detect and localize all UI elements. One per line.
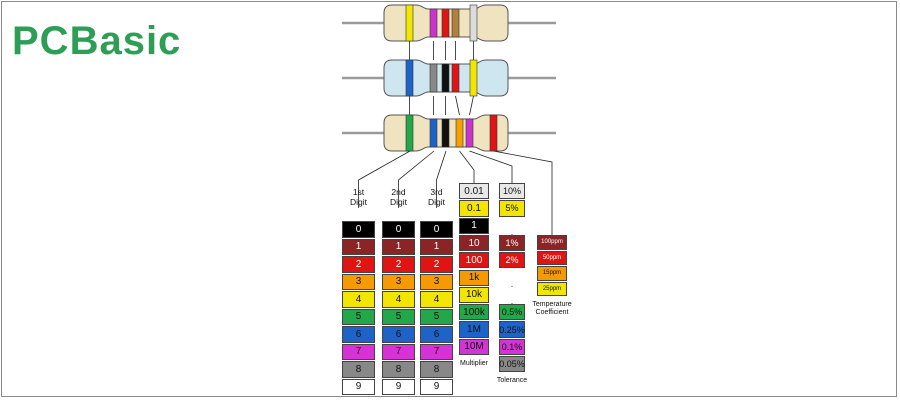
color-code-cell: 1: [420, 238, 453, 255]
color-code-cell: 100ppm: [537, 235, 567, 250]
leader-line: [459, 150, 475, 183]
color-band: [441, 8, 450, 38]
connector-line: [455, 95, 460, 116]
leader-line: [436, 150, 447, 208]
color-code-cell: 3: [420, 273, 453, 290]
color-code-cell: 100k: [459, 304, 489, 321]
color-code-cell: 10: [459, 234, 489, 252]
color-code-cell: 0.1: [459, 200, 489, 217]
color-code-cell: 2: [342, 256, 375, 273]
color-band: [429, 118, 438, 148]
color-code-cell: 0.5%: [499, 304, 525, 321]
color-band: [441, 63, 450, 93]
color-code-cell: 9: [420, 378, 453, 395]
color-band: [455, 118, 464, 148]
color-code-cell: [499, 286, 525, 304]
column-label: 2nd Digit: [389, 187, 407, 207]
color-code-cell: 4: [382, 291, 415, 308]
color-code-cell: 8: [382, 361, 415, 378]
color-band: [429, 8, 438, 38]
color-band: [469, 59, 478, 97]
column-footer-label: Multiplier: [459, 360, 488, 367]
pcbasic-logo: PCBasic: [12, 19, 181, 62]
color-code-cell: [499, 217, 525, 234]
color-band: [441, 118, 450, 148]
column-label: 3rd Digit: [427, 187, 445, 207]
color-code-cell: 6: [382, 326, 415, 343]
color-code-cell: 1M: [459, 321, 489, 338]
color-code-cell: 5: [382, 308, 415, 325]
leader-line: [358, 150, 411, 208]
color-code-cell: 10M: [459, 338, 489, 355]
color-code-cell: 8: [420, 361, 453, 378]
column-footer-label: Tolerance: [496, 377, 528, 385]
color-band: [429, 63, 438, 93]
color-code-cell: 2: [382, 256, 415, 273]
color-code-cell: 50ppm: [537, 250, 567, 265]
color-code-cell: 25ppm: [537, 281, 567, 296]
color-band: [451, 63, 460, 93]
color-code-cell: 10k: [459, 286, 489, 304]
connector-line: [469, 95, 474, 116]
color-code-cell: 2%: [499, 252, 525, 269]
color-code-cell: 1%: [499, 234, 525, 252]
color-code-cell: 9: [382, 378, 415, 395]
color-code-cell: 5%: [499, 200, 525, 217]
leader-line: [469, 150, 513, 183]
color-code-cell: 1: [382, 238, 415, 255]
color-code-cell: 2: [420, 256, 453, 273]
color-code-cell: 0.25%: [499, 321, 525, 338]
color-code-cell: 0: [420, 221, 453, 238]
color-code-cell: 1: [342, 238, 375, 255]
color-code-cell: 100: [459, 252, 489, 269]
color-code-cell: 8: [342, 361, 375, 378]
color-code-cell: 0.1%: [499, 338, 525, 355]
color-band: [451, 8, 460, 38]
color-code-cell: [499, 269, 525, 286]
leader-line: [493, 150, 553, 235]
color-band: [489, 114, 498, 152]
color-code-cell: 6: [420, 326, 453, 343]
leader-line: [398, 150, 435, 208]
color-band: [465, 118, 474, 148]
color-code-cell: 7: [420, 343, 453, 360]
color-code-cell: 4: [342, 291, 375, 308]
column-footer-label: Temperature Coefficient: [532, 301, 572, 316]
column-label: 1st Digit: [349, 187, 367, 207]
color-band: [469, 4, 478, 42]
color-code-cell: 0.05%: [499, 356, 525, 373]
color-code-cell: 0: [342, 221, 375, 238]
logo-text: PCBasic: [12, 19, 181, 62]
color-code-cell: 3: [382, 273, 415, 290]
color-band: [405, 4, 414, 42]
color-code-cell: 5: [420, 308, 453, 325]
color-code-cell: 6: [342, 326, 375, 343]
color-band: [405, 59, 414, 97]
color-code-cell: 0.01: [459, 183, 489, 200]
color-code-cell: 15ppm: [537, 266, 567, 281]
color-code-cell: 7: [342, 343, 375, 360]
color-code-cell: 1: [459, 217, 489, 234]
color-code-cell: 3: [342, 273, 375, 290]
color-code-cell: 5: [342, 308, 375, 325]
color-code-cell: 9: [342, 378, 375, 395]
color-code-cell: 10%: [499, 183, 525, 200]
color-band: [405, 114, 414, 152]
color-code-cell: 0: [382, 221, 415, 238]
color-code-cell: 4: [420, 291, 453, 308]
color-code-cell: 1k: [459, 269, 489, 286]
color-code-cell: 7: [382, 343, 415, 360]
